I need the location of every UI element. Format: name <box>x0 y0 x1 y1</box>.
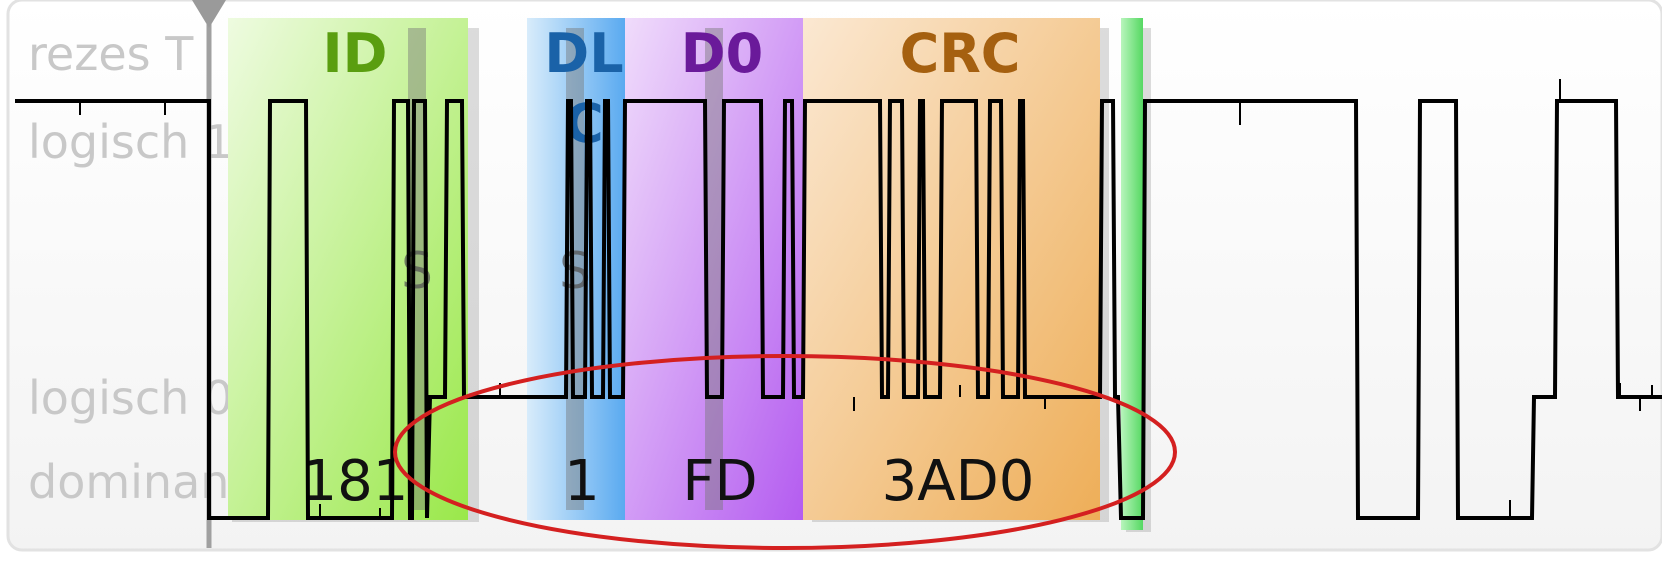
level-label-rezessive: rezes T <box>28 27 194 81</box>
d0-value: FD <box>682 449 757 514</box>
dlc-value: 1 <box>564 449 600 514</box>
crc-field-region <box>803 18 1100 520</box>
ack-field-region <box>1121 18 1143 530</box>
level-label-logic-1: logisch 1 <box>28 115 233 169</box>
stuff-bit-label: S <box>401 242 433 300</box>
crc-field-label: CRC <box>900 22 1021 85</box>
crc-value: 3AD0 <box>882 449 1035 514</box>
level-label-dominant: dominant <box>28 455 247 509</box>
d0-field-label: D0 <box>681 22 763 85</box>
level-label-logic-0: logisch 0 <box>28 371 233 425</box>
id-field-label: ID <box>323 22 388 85</box>
highlight-ellipse <box>393 354 1177 550</box>
stuff-bit-marker <box>705 28 723 510</box>
dlc-field-label-line1: DL <box>544 22 623 85</box>
waveform-line <box>15 99 1662 520</box>
can-bus-waveform <box>15 79 1662 520</box>
trigger-arrow-icon <box>192 0 226 28</box>
